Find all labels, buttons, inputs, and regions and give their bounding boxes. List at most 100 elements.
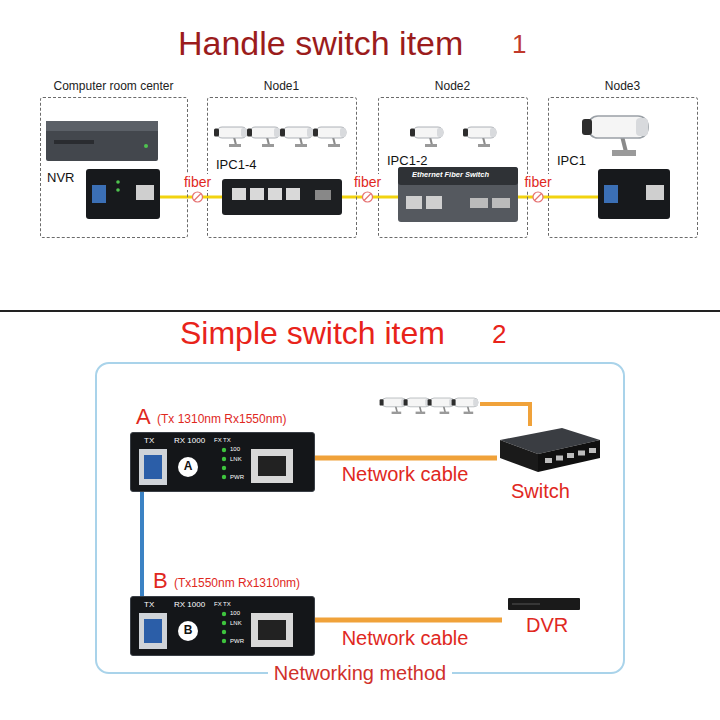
camera-icon bbox=[313, 127, 346, 147]
wavelength-label: (Tx 1310nm Rx1550nm) bbox=[157, 413, 286, 427]
converter-letter: B bbox=[153, 568, 168, 593]
device-text: Ethernet Fiber Switch bbox=[412, 171, 489, 180]
switch-device bbox=[556, 456, 563, 461]
fiber-switch bbox=[470, 198, 488, 208]
status-led bbox=[222, 612, 226, 616]
switch-device bbox=[500, 440, 538, 472]
camera-icon bbox=[214, 116, 648, 156]
rj45-port bbox=[251, 613, 293, 647]
nvr-device bbox=[46, 121, 158, 161]
fiber-joint bbox=[364, 194, 371, 201]
fiber-switch bbox=[406, 196, 422, 209]
camera-icon bbox=[280, 127, 313, 147]
fiber-switch bbox=[398, 167, 518, 222]
dvr-device bbox=[508, 598, 580, 610]
dvr-device bbox=[508, 598, 580, 610]
media-converter bbox=[116, 188, 120, 192]
fiber-joint bbox=[194, 194, 201, 201]
edge-label: fiber bbox=[522, 174, 553, 190]
converter-face bbox=[131, 597, 314, 655]
switch-device bbox=[500, 428, 600, 472]
dvr-device bbox=[512, 604, 540, 605]
media-converter: B(Tx1550nm Rx1310nm)TXRX 1000BFXTX100LNK… bbox=[130, 596, 315, 656]
wavelength-label: (Tx1550nm Rx1310nm) bbox=[174, 577, 300, 591]
sc-port bbox=[139, 613, 167, 649]
separator-line bbox=[0, 310, 720, 312]
led-label: PWR bbox=[230, 638, 244, 645]
node-group-box: Computer room centerNVR bbox=[40, 97, 188, 238]
group-heading: Node1 bbox=[264, 80, 299, 94]
status-led bbox=[222, 621, 226, 625]
camera-cable bbox=[480, 404, 530, 426]
fiber-joint bbox=[535, 194, 542, 201]
poe-switch bbox=[286, 188, 300, 200]
fiber-switch bbox=[492, 198, 510, 208]
poe-switch bbox=[222, 179, 342, 215]
status-led bbox=[222, 475, 226, 479]
edge-label: Network cable bbox=[340, 463, 471, 486]
switch-device bbox=[567, 453, 574, 458]
node-group-box: Node2IPC1-2 bbox=[378, 97, 528, 238]
port-label: TX bbox=[144, 436, 154, 445]
frame-caption: Networking method bbox=[268, 662, 452, 685]
converter-badge: A bbox=[184, 460, 193, 474]
camera-icon bbox=[463, 127, 496, 147]
camera-icon bbox=[214, 127, 247, 147]
section-title: Handle switch item bbox=[178, 24, 463, 63]
device-label: IPC1-2 bbox=[387, 154, 427, 169]
fiber-joint bbox=[193, 192, 544, 202]
status-led bbox=[222, 639, 226, 643]
group-heading: Node2 bbox=[435, 80, 470, 94]
device-label: IPC1 bbox=[557, 154, 586, 169]
fiber-joint bbox=[193, 192, 203, 202]
converter-letter: A bbox=[136, 404, 151, 429]
poe-switch bbox=[315, 190, 331, 200]
camera-icon bbox=[404, 398, 430, 414]
switch-device bbox=[578, 451, 585, 456]
fiber-line bbox=[160, 196, 598, 199]
led-label: TX bbox=[223, 601, 231, 608]
section-title: Simple switch item bbox=[180, 315, 445, 352]
status-led bbox=[222, 448, 226, 452]
status-led bbox=[222, 466, 226, 470]
media-converter bbox=[604, 185, 618, 203]
dvr-node: DVR bbox=[502, 594, 597, 644]
fiber-patch-cord bbox=[140, 492, 144, 596]
switch-device bbox=[589, 448, 596, 453]
edge-label: Network cable bbox=[340, 627, 471, 650]
port-label: RX 1000 bbox=[174, 436, 205, 445]
port-label: TX bbox=[144, 600, 154, 609]
status-led bbox=[222, 457, 226, 461]
badge-circle bbox=[178, 621, 198, 641]
poe-switch bbox=[222, 179, 342, 215]
camera-icon bbox=[380, 398, 406, 414]
led-label: TX bbox=[223, 437, 231, 444]
fiber-switch bbox=[398, 167, 518, 222]
poe-switch bbox=[268, 188, 282, 200]
device-label: IPC1-4 bbox=[216, 158, 256, 173]
poe-switch bbox=[250, 188, 264, 200]
rj45-port bbox=[258, 456, 286, 476]
led-label: FX bbox=[214, 437, 222, 444]
device-label: DVR bbox=[526, 614, 568, 637]
switch-node: Switch bbox=[497, 422, 607, 506]
led-label: 100 bbox=[230, 446, 240, 453]
fiber-joint bbox=[533, 192, 543, 202]
network-cable bbox=[315, 456, 497, 461]
media-converter bbox=[92, 185, 106, 203]
fiber-switch bbox=[426, 196, 442, 209]
node-group-box: Node3IPC1 bbox=[548, 97, 698, 238]
badge-circle bbox=[178, 457, 198, 477]
edge-label: fiber bbox=[182, 174, 213, 190]
nvr-device bbox=[46, 121, 158, 161]
switch-device bbox=[538, 440, 600, 472]
media-converter bbox=[116, 180, 120, 184]
nvr-device bbox=[54, 140, 94, 144]
rj45-port bbox=[251, 449, 293, 483]
media-converter bbox=[646, 185, 664, 200]
camera-icon bbox=[380, 398, 478, 414]
converter-badge: B bbox=[184, 624, 193, 638]
node-group-box: Node1IPC1-4 bbox=[207, 97, 357, 238]
led-label: LNK bbox=[230, 620, 242, 627]
